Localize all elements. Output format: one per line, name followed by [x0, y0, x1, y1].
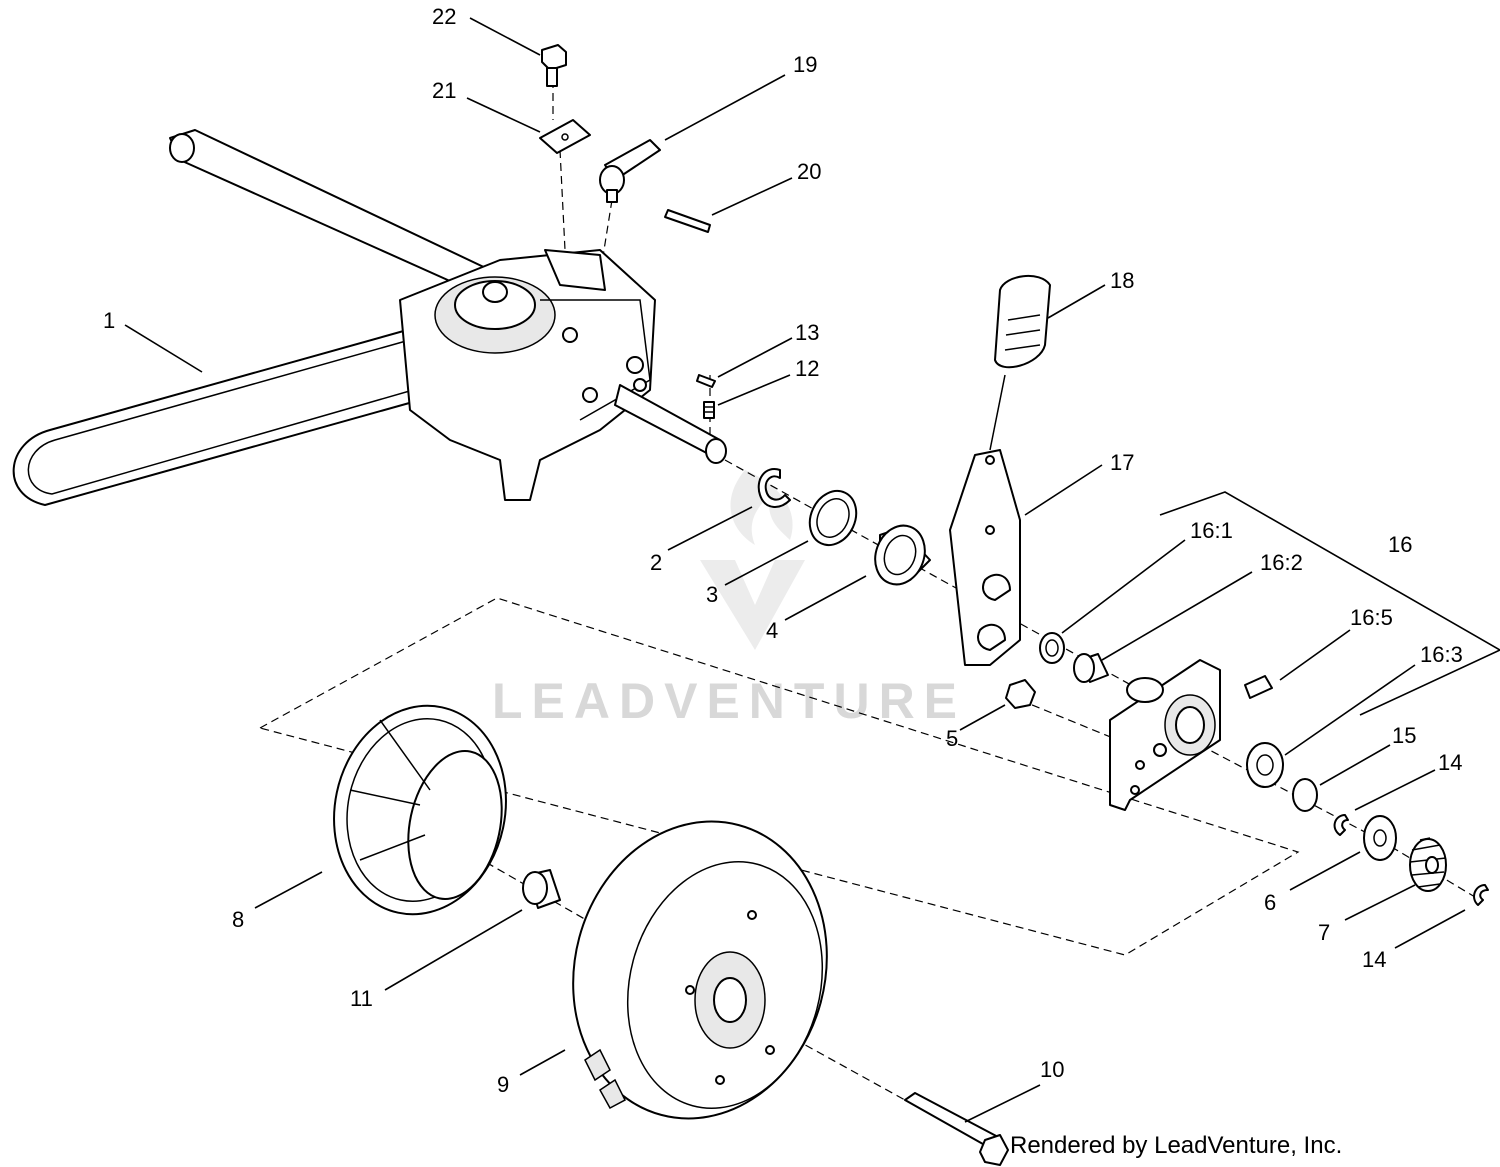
- part-16-2-spacer: [1073, 653, 1109, 683]
- callout-7: 7: [1318, 920, 1330, 945]
- part-16-3-washer: [1246, 742, 1284, 788]
- callout-10: 10: [1040, 1057, 1064, 1082]
- part-10-axle-bolt: [904, 1092, 1009, 1166]
- callout-labels: 22 21 19 20 1 13 12 18 17 16:1 16 16:2 1…: [103, 4, 1463, 1097]
- part-8-wheel-cover: [333, 704, 507, 916]
- part-16-bracket-assembly: [1109, 659, 1221, 811]
- part-1-belt-transmission: [12, 129, 727, 506]
- callout-15: 15: [1392, 723, 1416, 748]
- callout-9: 9: [497, 1072, 509, 1097]
- part-19-lever: [599, 139, 661, 203]
- callout-4: 4: [766, 618, 778, 643]
- callout-3: 3: [706, 582, 718, 607]
- callout-14-lower: 14: [1362, 947, 1386, 972]
- part-21-plate: [539, 119, 591, 154]
- callout-16-5: 16:5: [1350, 605, 1393, 630]
- part-18-handle-grip: [989, 274, 1051, 451]
- callout-13: 13: [795, 320, 819, 345]
- part-22-bolt: [541, 44, 567, 87]
- callout-19: 19: [793, 52, 817, 77]
- callout-18: 18: [1110, 268, 1134, 293]
- callout-16-2: 16:2: [1260, 550, 1303, 575]
- callout-1: 1: [103, 308, 115, 333]
- part-7-gear: [1409, 837, 1447, 892]
- part-9-wheel: [572, 820, 828, 1120]
- part-17-plate: [949, 449, 1021, 666]
- watermark-logo-icon: [700, 560, 805, 650]
- part-14-clip-2: [1473, 884, 1489, 906]
- leader-lines: [124, 17, 1466, 1123]
- callout-16: 16: [1388, 532, 1412, 557]
- part-13-key: [696, 374, 716, 388]
- callout-17: 17: [1110, 450, 1134, 475]
- part-5-nut: [1005, 679, 1036, 709]
- part-20-pin: [664, 209, 711, 233]
- callout-5: 5: [946, 726, 958, 751]
- callout-11: 11: [350, 986, 373, 1011]
- callout-6: 6: [1264, 890, 1276, 915]
- bracket-16: [1159, 491, 1500, 716]
- part-12-spring: [703, 401, 715, 419]
- part-6-washer: [1363, 815, 1397, 861]
- footer-credit: Rendered by LeadVenture, Inc.: [1010, 1132, 1342, 1159]
- part-11-bushing: [522, 869, 561, 909]
- callout-22: 22: [432, 4, 456, 29]
- callout-21: 21: [432, 78, 456, 103]
- callout-20: 20: [797, 159, 821, 184]
- callout-2: 2: [650, 550, 662, 575]
- callout-14: 14: [1438, 750, 1462, 775]
- part-16-1-seal: [1039, 632, 1065, 664]
- part-15-washer: [1292, 778, 1318, 812]
- callout-16-1: 16:1: [1190, 518, 1233, 543]
- watermark-text: LEADVENTURE: [492, 673, 966, 729]
- part-4-bushing: [874, 524, 931, 586]
- watermark: LEADVENTURE: [492, 470, 966, 729]
- part-2-snap-ring: [757, 468, 791, 508]
- part-14-clip: [1333, 814, 1349, 836]
- callout-8: 8: [232, 907, 244, 932]
- part-3-washer: [808, 489, 858, 547]
- callout-16-3: 16:3: [1420, 642, 1463, 667]
- callout-12: 12: [795, 356, 819, 381]
- part-16-5-stud: [1244, 675, 1273, 699]
